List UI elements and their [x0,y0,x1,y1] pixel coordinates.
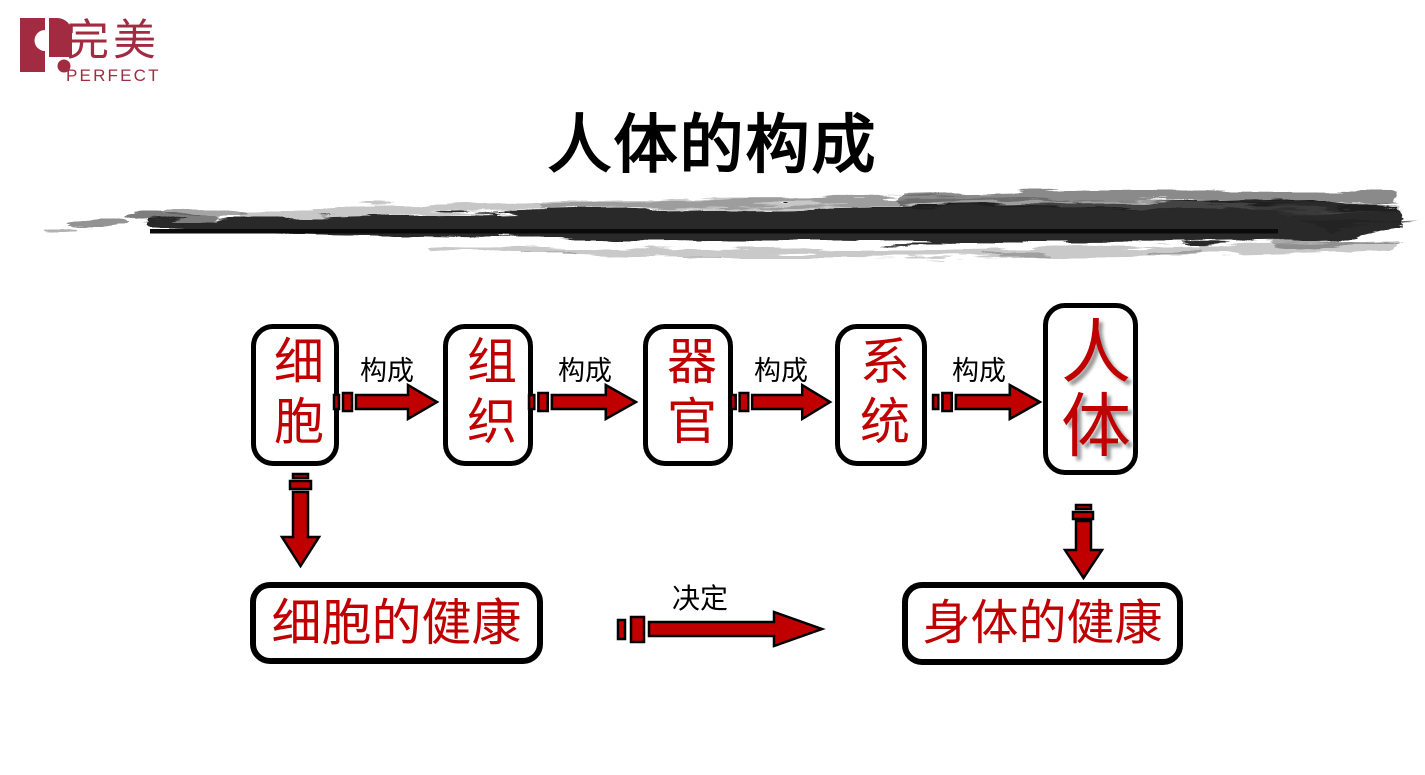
connector-label-3: 构成 [754,356,808,386]
node-tissue: 组织 [443,324,533,466]
node-organ: 器官 [643,324,733,466]
logo-chinese-text: 完美 [66,17,160,65]
striped-arrow-right-long-icon [616,610,826,648]
connector-label-1: 构成 [360,356,414,386]
striped-arrow-right-icon [332,382,440,422]
striped-arrow-right-icon [527,382,639,422]
node-cell-health: 细胞的健康 [250,582,543,664]
divider-line [150,229,1278,234]
perfect-logo-icon [20,18,72,73]
ink-brush-divider [46,190,1420,259]
node-cell: 细胞 [251,324,339,466]
page-title: 人体的构成 [547,109,878,181]
striped-arrow-down-icon [279,472,322,569]
node-human-body: 人体 [1043,303,1138,475]
connector-label-2: 构成 [558,356,612,386]
node-system: 系统 [835,324,927,466]
striped-arrow-right-icon [931,382,1043,422]
perfect-logo: 完美 PERFECT [20,17,161,85]
striped-arrow-right-icon [729,382,833,422]
logo-latin-text: PERFECT [66,66,161,85]
node-body-health: 身体的健康 [902,582,1183,665]
outcome-connector-label: 决定 [671,583,729,614]
striped-arrow-down-icon [1062,503,1105,581]
connector-label-4: 构成 [952,356,1006,386]
